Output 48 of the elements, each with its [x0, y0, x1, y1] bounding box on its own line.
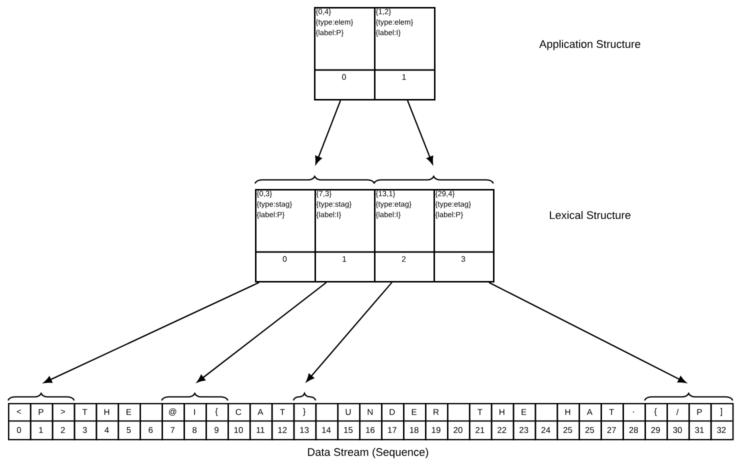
- sequence-cell: E 18: [403, 403, 426, 440]
- sequence-cell: H 22: [490, 403, 514, 440]
- sequence-cell: U 15: [337, 403, 360, 440]
- arrow: [315, 100, 342, 164]
- brace: [254, 176, 375, 184]
- sequence-cell: N 16: [359, 403, 382, 440]
- brace: [161, 392, 228, 401]
- sequence-cell: 6: [140, 403, 163, 440]
- sequence-cell: E 23: [512, 403, 536, 440]
- sequence-cell: @ 7: [162, 403, 185, 440]
- sequence-cell: H 25: [556, 403, 580, 440]
- sequence-cell: ] 32: [710, 403, 734, 440]
- sequence-cell: . 28: [622, 403, 646, 440]
- arrow: [196, 282, 327, 382]
- sequence-cell: R 19: [425, 403, 448, 440]
- brace: [292, 392, 316, 401]
- sequence-cell: C 10: [228, 403, 251, 440]
- brace: [644, 392, 734, 401]
- brace: [373, 176, 494, 184]
- sequence-cell: 14: [315, 403, 339, 440]
- sequence-cell: E 5: [118, 403, 141, 440]
- sequence-cell: 24: [534, 403, 558, 440]
- arrow: [306, 282, 392, 382]
- sequence-cell: D 17: [381, 403, 404, 440]
- sequence-cell: 20: [447, 403, 470, 440]
- sequence-cell: < 0: [8, 403, 32, 440]
- arrow: [406, 100, 434, 164]
- sequence-cell: A 25: [578, 403, 602, 440]
- sequence-cell: A 11: [249, 403, 273, 440]
- sequence-cell: > 2: [52, 403, 76, 440]
- layer-label: Application Structure: [539, 40, 640, 50]
- brace: [7, 392, 75, 401]
- sequence-cell: I 8: [184, 403, 207, 440]
- sequence-cell: T 27: [600, 403, 624, 440]
- layer-label: Lexical Structure: [550, 210, 630, 220]
- sequence-cell: { 9: [206, 403, 229, 440]
- sequence-cell: T 21: [468, 403, 492, 440]
- sequence-cell: { 29: [644, 403, 668, 440]
- sequence-cell: } 13: [293, 403, 317, 440]
- sequence-cell: T 3: [74, 403, 98, 440]
- sequence-cell: / 30: [666, 403, 690, 440]
- sequence-cell: H 4: [96, 403, 120, 440]
- layer-label: Data Stream (Sequence): [308, 448, 428, 458]
- sequence-cell: T 12: [271, 403, 295, 440]
- arrow: [44, 282, 260, 384]
- arrow: [488, 282, 686, 384]
- sequence-cell: P 1: [30, 403, 54, 440]
- sequence-cell: P 31: [688, 403, 712, 440]
